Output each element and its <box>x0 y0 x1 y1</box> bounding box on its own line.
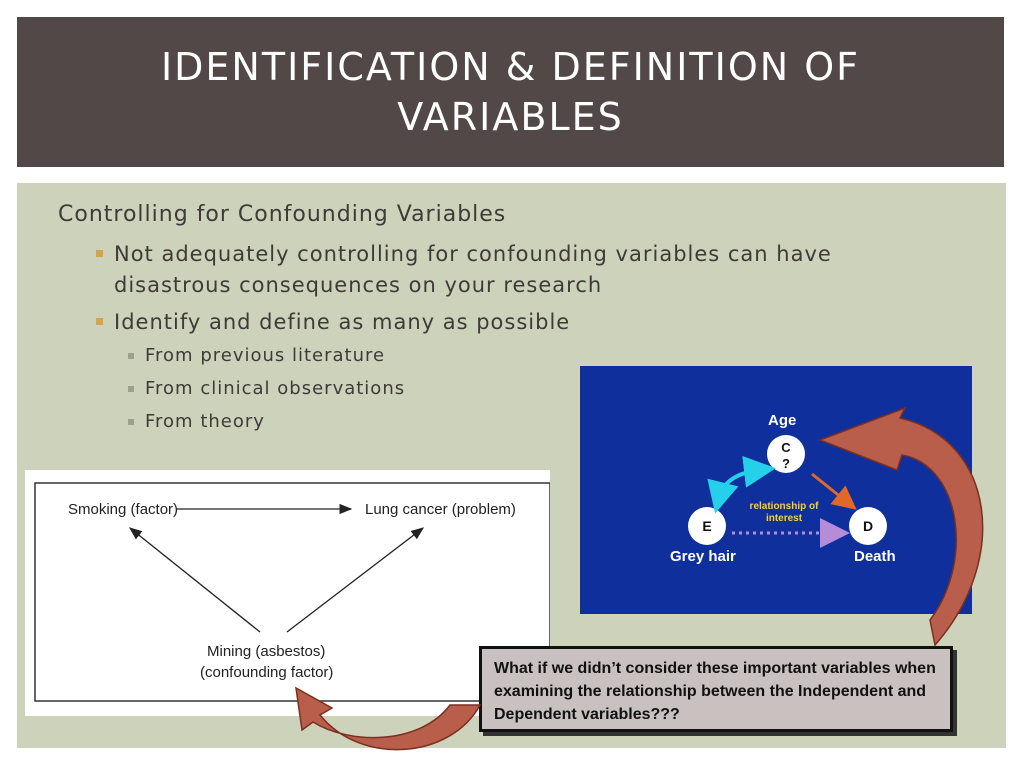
confounder-to-factor-arrow <box>128 527 261 633</box>
confounder-outcome-arrow <box>811 472 857 510</box>
bullet-text: Not adequately controlling for confoundi… <box>114 242 832 297</box>
sub-bullet-item: From theory <box>128 411 265 432</box>
bullet-item: Identify and define as many as possible <box>96 307 944 338</box>
confounding-diagram-smoking-svg: Smoking (factor) Lung cancer (problem) M… <box>34 482 551 702</box>
confounder-to-problem-arrow <box>286 527 425 633</box>
bullet-item: Not adequately controlling for confoundi… <box>96 239 944 301</box>
relationship-label-line1: relationship of <box>750 501 820 512</box>
problem-label: Lung cancer (problem) <box>365 501 516 518</box>
outcome-node <box>849 507 887 545</box>
confounder-label-line1: Mining (asbestos) <box>207 643 325 660</box>
confounding-diagram-age-svg: Age C ? E D relationship of interest Gre… <box>670 412 896 565</box>
sub-bullet-item: From clinical observations <box>128 378 406 399</box>
sub-bullet-text: From theory <box>145 411 265 432</box>
sub-bullet-marker <box>128 353 134 359</box>
sub-bullet-text: From clinical observations <box>145 378 406 399</box>
confounding-diagram-age: Age C ? E D relationship of interest Gre… <box>580 366 972 614</box>
sub-bullet-marker <box>128 419 134 425</box>
sub-bullet-text: From previous literature <box>145 345 386 366</box>
content-heading: Controlling for Confounding Variables <box>58 202 507 227</box>
confounder-exposure-arrow <box>707 455 776 514</box>
curved-arrow-to-mining <box>295 686 482 751</box>
bullet-marker <box>96 250 103 257</box>
confounder-label-line2: (confounding factor) <box>200 664 333 681</box>
exposure-node-letter: E <box>702 518 711 534</box>
exposure-label: Grey hair <box>670 548 736 565</box>
title-bar: IDENTIFICATION & DEFINITION OF VARIABLES <box>17 17 1004 167</box>
bullet-text: Identify and define as many as possible <box>114 310 571 334</box>
confounder-node <box>767 435 805 473</box>
curved-arrow-to-age <box>817 406 984 647</box>
confounder-node-question: ? <box>782 456 790 471</box>
confounder-node-letter: C <box>781 440 791 455</box>
slide-title: IDENTIFICATION & DEFINITION OF VARIABLES <box>160 45 861 139</box>
age-label: Age <box>768 412 796 429</box>
exposure-node <box>688 507 726 545</box>
callout-box: What if we didn’t consider these importa… <box>479 646 953 732</box>
sub-bullet-marker <box>128 386 134 392</box>
relationship-label-line2: interest <box>766 513 803 524</box>
outcome-node-letter: D <box>863 518 873 534</box>
outcome-label: Death <box>854 548 896 565</box>
confounding-diagram-smoking: Smoking (factor) Lung cancer (problem) M… <box>25 470 551 716</box>
factor-label: Smoking (factor) <box>68 501 178 518</box>
bullet-marker <box>96 318 103 325</box>
sub-bullet-item: From previous literature <box>128 345 386 366</box>
